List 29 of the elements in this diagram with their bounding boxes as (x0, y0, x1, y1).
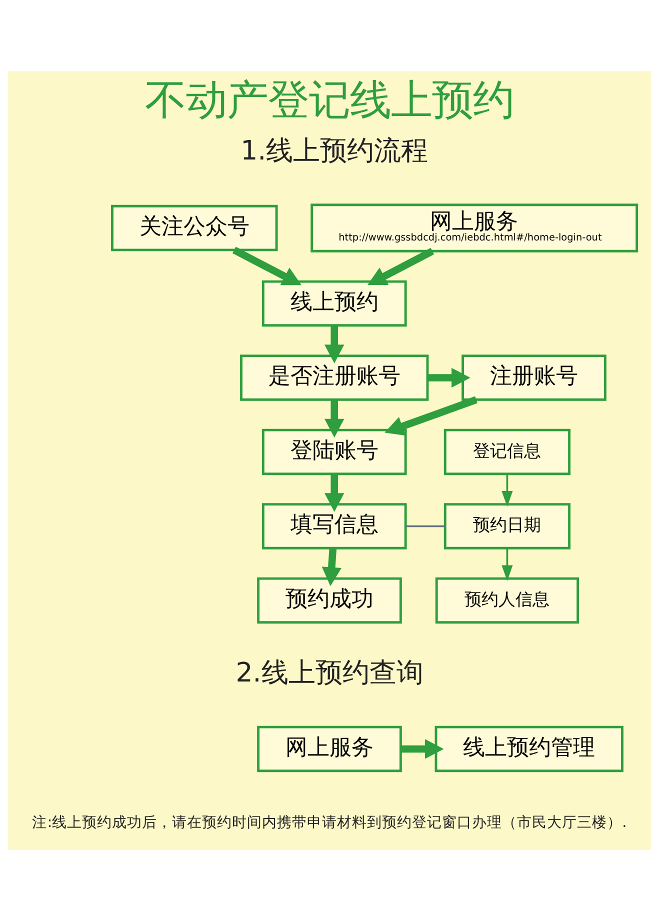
label: 注:线上预约成功后，请在预约时间内携带申请材料到预约登记窗口办理（市民大厅三楼）. (32, 813, 627, 830)
node-box: 线上预约 (262, 280, 407, 326)
node-box: 预约成功 (257, 576, 402, 624)
node-box: 注册账号 (462, 354, 606, 400)
label: 1.线上预约流程 (240, 134, 428, 166)
arrow (232, 246, 302, 285)
node-box: 填写信息 (262, 502, 407, 549)
arrow (384, 396, 478, 436)
node-box: 预约人信息 (435, 576, 580, 624)
node-box: 线上预约管理 (434, 725, 624, 772)
diagram-title: 不动产登记线上预约 (145, 75, 514, 124)
node-box: 登记信息 (444, 428, 570, 475)
arrow (428, 367, 470, 388)
arrow (502, 473, 513, 506)
connector (406, 524, 445, 527)
node-box: 是否注册账号 (240, 354, 429, 400)
node-box: 网上服务 http://www.gssbdcdj.com/iebdc.html#/home-login-out (310, 203, 638, 252)
arrow (324, 399, 344, 438)
arrow (400, 738, 444, 758)
arrow (367, 247, 434, 285)
node-box: 登陆账号 (262, 428, 407, 475)
node-box: 预约日期 (444, 502, 570, 549)
label: 2.线上预约查询 (236, 657, 424, 688)
node-box: 网上服务 (257, 725, 402, 772)
node-box: 关注公众号 (111, 204, 278, 251)
arrow (324, 324, 344, 363)
arrow (502, 548, 513, 581)
arrow (324, 473, 344, 512)
arrow (322, 547, 342, 586)
